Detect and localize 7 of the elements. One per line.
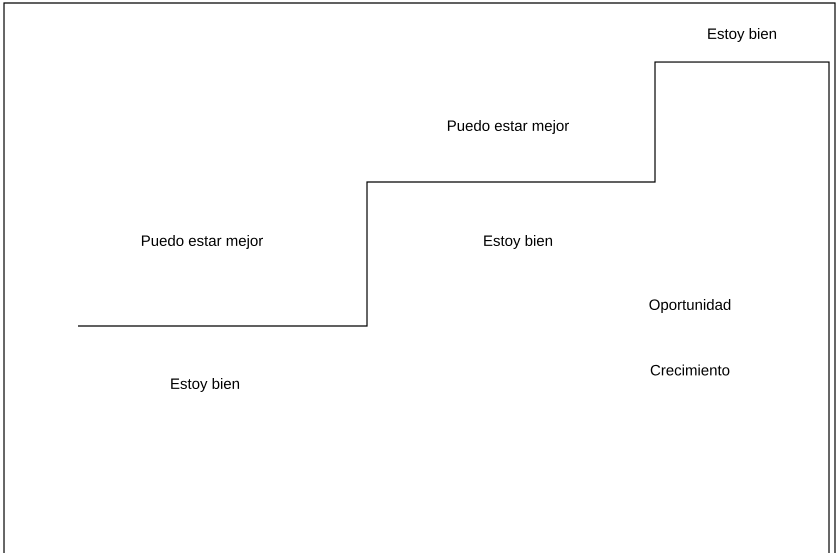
step-label: Estoy bien: [171, 378, 240, 392]
step-label: Puedo estar mejor: [448, 120, 569, 134]
step-label: Estoy bien: [484, 235, 552, 249]
step-label: Puedo estar mejor: [142, 235, 263, 249]
step-label: Estoy bien: [708, 28, 776, 42]
step-label: Crecimiento: [650, 364, 730, 376]
step-label: Oportunidad: [649, 299, 730, 313]
